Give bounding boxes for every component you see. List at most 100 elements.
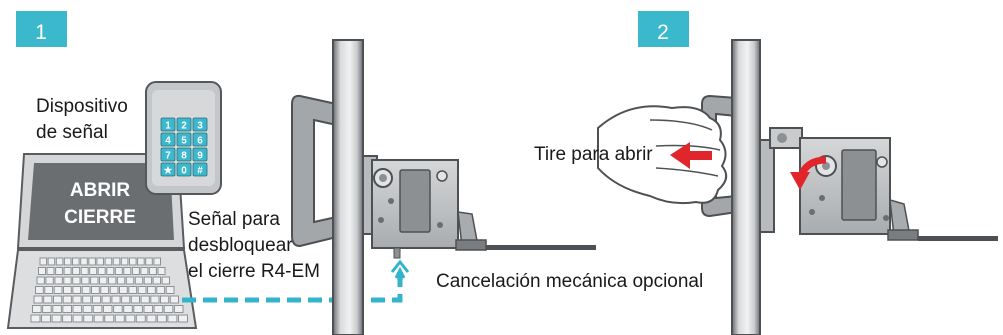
laptop-key [173, 305, 184, 313]
laptop-key [43, 295, 53, 304]
laptop-key [72, 286, 82, 294]
keypad-key-label: 8 [181, 151, 187, 162]
door-panel-1 [332, 39, 364, 335]
laptop-key [156, 314, 167, 323]
laptop-key [53, 295, 63, 304]
step-badge-2: 2 [638, 11, 689, 47]
laptop-key [134, 276, 144, 285]
pull-label: Tire para abrir [534, 144, 653, 165]
laptop-key [161, 276, 171, 285]
laptop-key [145, 257, 153, 266]
laptop-key [89, 267, 98, 275]
rotation-arrow-icon [790, 156, 827, 190]
laptop-key [111, 295, 121, 304]
laptop-key [88, 257, 96, 266]
laptop-key [140, 267, 149, 275]
laptop-key [63, 267, 72, 275]
laptop-key [72, 314, 83, 323]
laptop-key [137, 257, 145, 266]
keypad-key-label: 1 [165, 121, 171, 132]
keypad-key-label: # [197, 166, 203, 177]
signal-text-line-1: Señal para [188, 209, 280, 230]
screen-line-1: ABRIR [70, 180, 130, 201]
laptop-key [80, 257, 88, 266]
laptop-key [178, 314, 188, 323]
laptop-key [83, 314, 94, 323]
step-number: 2 [657, 21, 669, 44]
laptop-key [157, 267, 166, 275]
laptop-key [140, 295, 150, 304]
laptop-key [123, 267, 132, 275]
laptop-key [112, 257, 121, 266]
laptop-key [153, 305, 164, 313]
laptop-key [148, 267, 157, 275]
laptop-key [147, 286, 156, 294]
laptop-key [62, 305, 73, 313]
laptop-key [129, 257, 137, 266]
keypad-key: 3 [192, 117, 208, 132]
laptop-key [62, 295, 72, 304]
step-badge-background [638, 11, 689, 47]
override-label: Cancelación mecánica opcional [436, 271, 703, 292]
keypad-key-label: 9 [197, 151, 203, 162]
signal-device-label-2: de señal [36, 122, 108, 143]
keypad-key: # [192, 162, 208, 177]
laptop-key [123, 305, 133, 313]
laptop-key [51, 314, 62, 323]
laptop-key [55, 257, 64, 266]
laptop-key [72, 295, 82, 304]
keypad-key-label: ★ [164, 166, 173, 177]
hand-icon [597, 105, 728, 205]
laptop-key [160, 295, 170, 304]
laptop-key [35, 286, 44, 294]
laptop-key [114, 267, 123, 275]
laptop-key [99, 276, 108, 285]
keypad-key-label: 4 [165, 136, 171, 147]
door-panel-2 [731, 39, 761, 335]
keypad-key-label: 5 [181, 136, 187, 147]
laptop-key [44, 286, 54, 294]
laptop-key [45, 276, 54, 285]
laptop-key [169, 295, 180, 304]
keypad-key-label: 7 [165, 151, 171, 162]
keypad-key-label: 0 [181, 166, 187, 177]
laptop-key [104, 257, 113, 266]
keypad-key: 6 [192, 132, 208, 147]
laptop-key [143, 276, 153, 285]
laptop-key [113, 305, 123, 313]
signal-text-line-2: desbloquear [188, 235, 293, 256]
step-number: 1 [35, 21, 47, 44]
laptop-key [120, 257, 129, 266]
laptop-key [128, 286, 138, 294]
laptop-key [72, 276, 81, 285]
laptop-key [38, 267, 46, 275]
laptop-screen [28, 163, 174, 240]
laptop-key [152, 276, 162, 285]
laptop-key [125, 314, 136, 323]
laptop-key [121, 295, 131, 304]
laptop-key [30, 314, 41, 323]
laptop-key [137, 286, 147, 294]
laptop-key [39, 257, 48, 266]
laptop-key [135, 314, 146, 323]
laptop-key [82, 295, 92, 304]
laptop-key [63, 276, 72, 285]
laptop-key [146, 314, 157, 323]
laptop-key [133, 305, 143, 313]
laptop-key [53, 286, 63, 294]
laptop-key [156, 286, 166, 294]
laptop-key [62, 314, 73, 323]
laptop-key [63, 257, 72, 266]
laptop-key [91, 286, 100, 294]
laptop-key [153, 257, 161, 266]
laptop-key [32, 305, 42, 313]
laptop-key [131, 267, 140, 275]
laptop-key [46, 267, 55, 275]
laptop-key [81, 286, 91, 294]
keypad-key: 7 [160, 147, 176, 162]
laptop-key [130, 295, 141, 304]
step-badge-background [16, 11, 67, 47]
laptop-key [54, 276, 63, 285]
